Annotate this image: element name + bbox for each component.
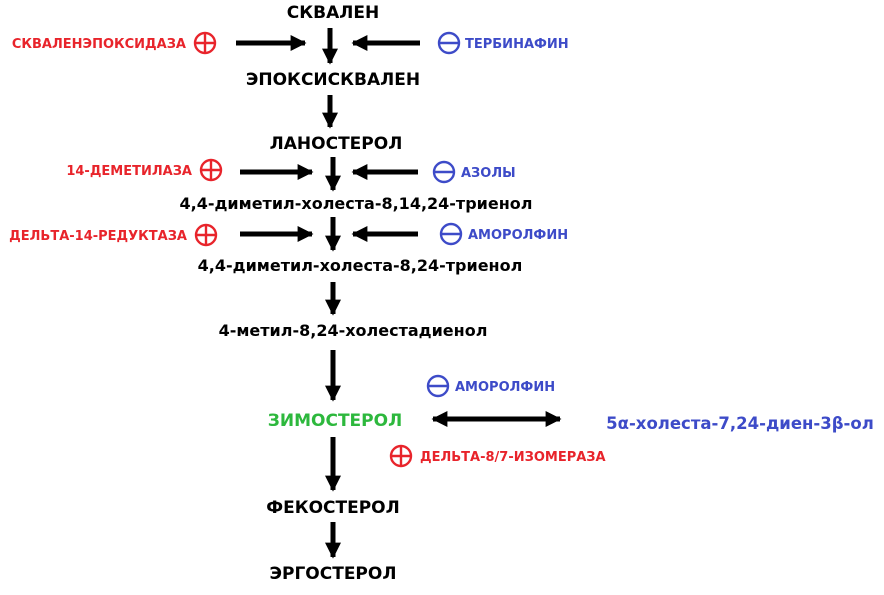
node-dimethyl-dienol: 4,4-диметил-холеста-8,24-триенол bbox=[198, 256, 523, 275]
node-zymosterol: ЗИМОСТЕРОЛ bbox=[268, 411, 402, 431]
inhibitor-azoles: АЗОЛЫ bbox=[461, 166, 516, 181]
enzyme-demethylase: 14-ДЕМЕТИЛАЗА bbox=[66, 164, 192, 179]
side-arrows bbox=[236, 34, 562, 428]
node-epoxysqualene: ЭПОКСИСКВАЛЕН bbox=[246, 70, 420, 90]
enzyme-squalene-epoxidase: СКВАЛЕНЭПОКСИДАЗА bbox=[12, 37, 186, 52]
plus-circle-icon bbox=[193, 31, 217, 55]
node-lanosterol: ЛАНОСТЕРОЛ bbox=[270, 134, 403, 154]
node-squalene: СКВАЛЕН bbox=[287, 3, 379, 23]
enzyme-reductase: ДЕЛЬТА-14-РЕДУКТАЗА bbox=[9, 229, 187, 244]
minus-circle-icon bbox=[426, 374, 450, 398]
node-ergosterol: ЭРГОСТЕРОЛ bbox=[270, 564, 397, 584]
node-fecosterol: ФЕКОСТЕРОЛ bbox=[266, 498, 400, 518]
node-side-product: 5α-холеста-7,24-диен-3β-ол bbox=[606, 414, 874, 433]
inhibitor-terbinafine: ТЕРБИНАФИН bbox=[465, 37, 569, 52]
minus-circle-icon bbox=[439, 222, 463, 246]
pathway-arrows bbox=[321, 28, 342, 559]
node-methyl-dienol: 4-метил-8,24-холестадиенол bbox=[219, 321, 488, 340]
inhibitor-amorolfine-2: АМОРОЛФИН bbox=[455, 380, 555, 395]
plus-circle-icon bbox=[199, 158, 223, 182]
minus-circle-icon bbox=[432, 160, 456, 184]
enzyme-isomerase: ДЕЛЬТА-8/7-ИЗОМЕРАЗА bbox=[420, 450, 606, 465]
node-dimethyl-trienol: 4,4-диметил-холеста-8,14,24-триенол bbox=[180, 194, 533, 213]
minus-circle-icon bbox=[437, 31, 461, 55]
inhibitor-amorolfine-1: АМОРОЛФИН bbox=[468, 228, 568, 243]
plus-circle-icon bbox=[389, 444, 413, 468]
plus-circle-icon bbox=[194, 223, 218, 247]
